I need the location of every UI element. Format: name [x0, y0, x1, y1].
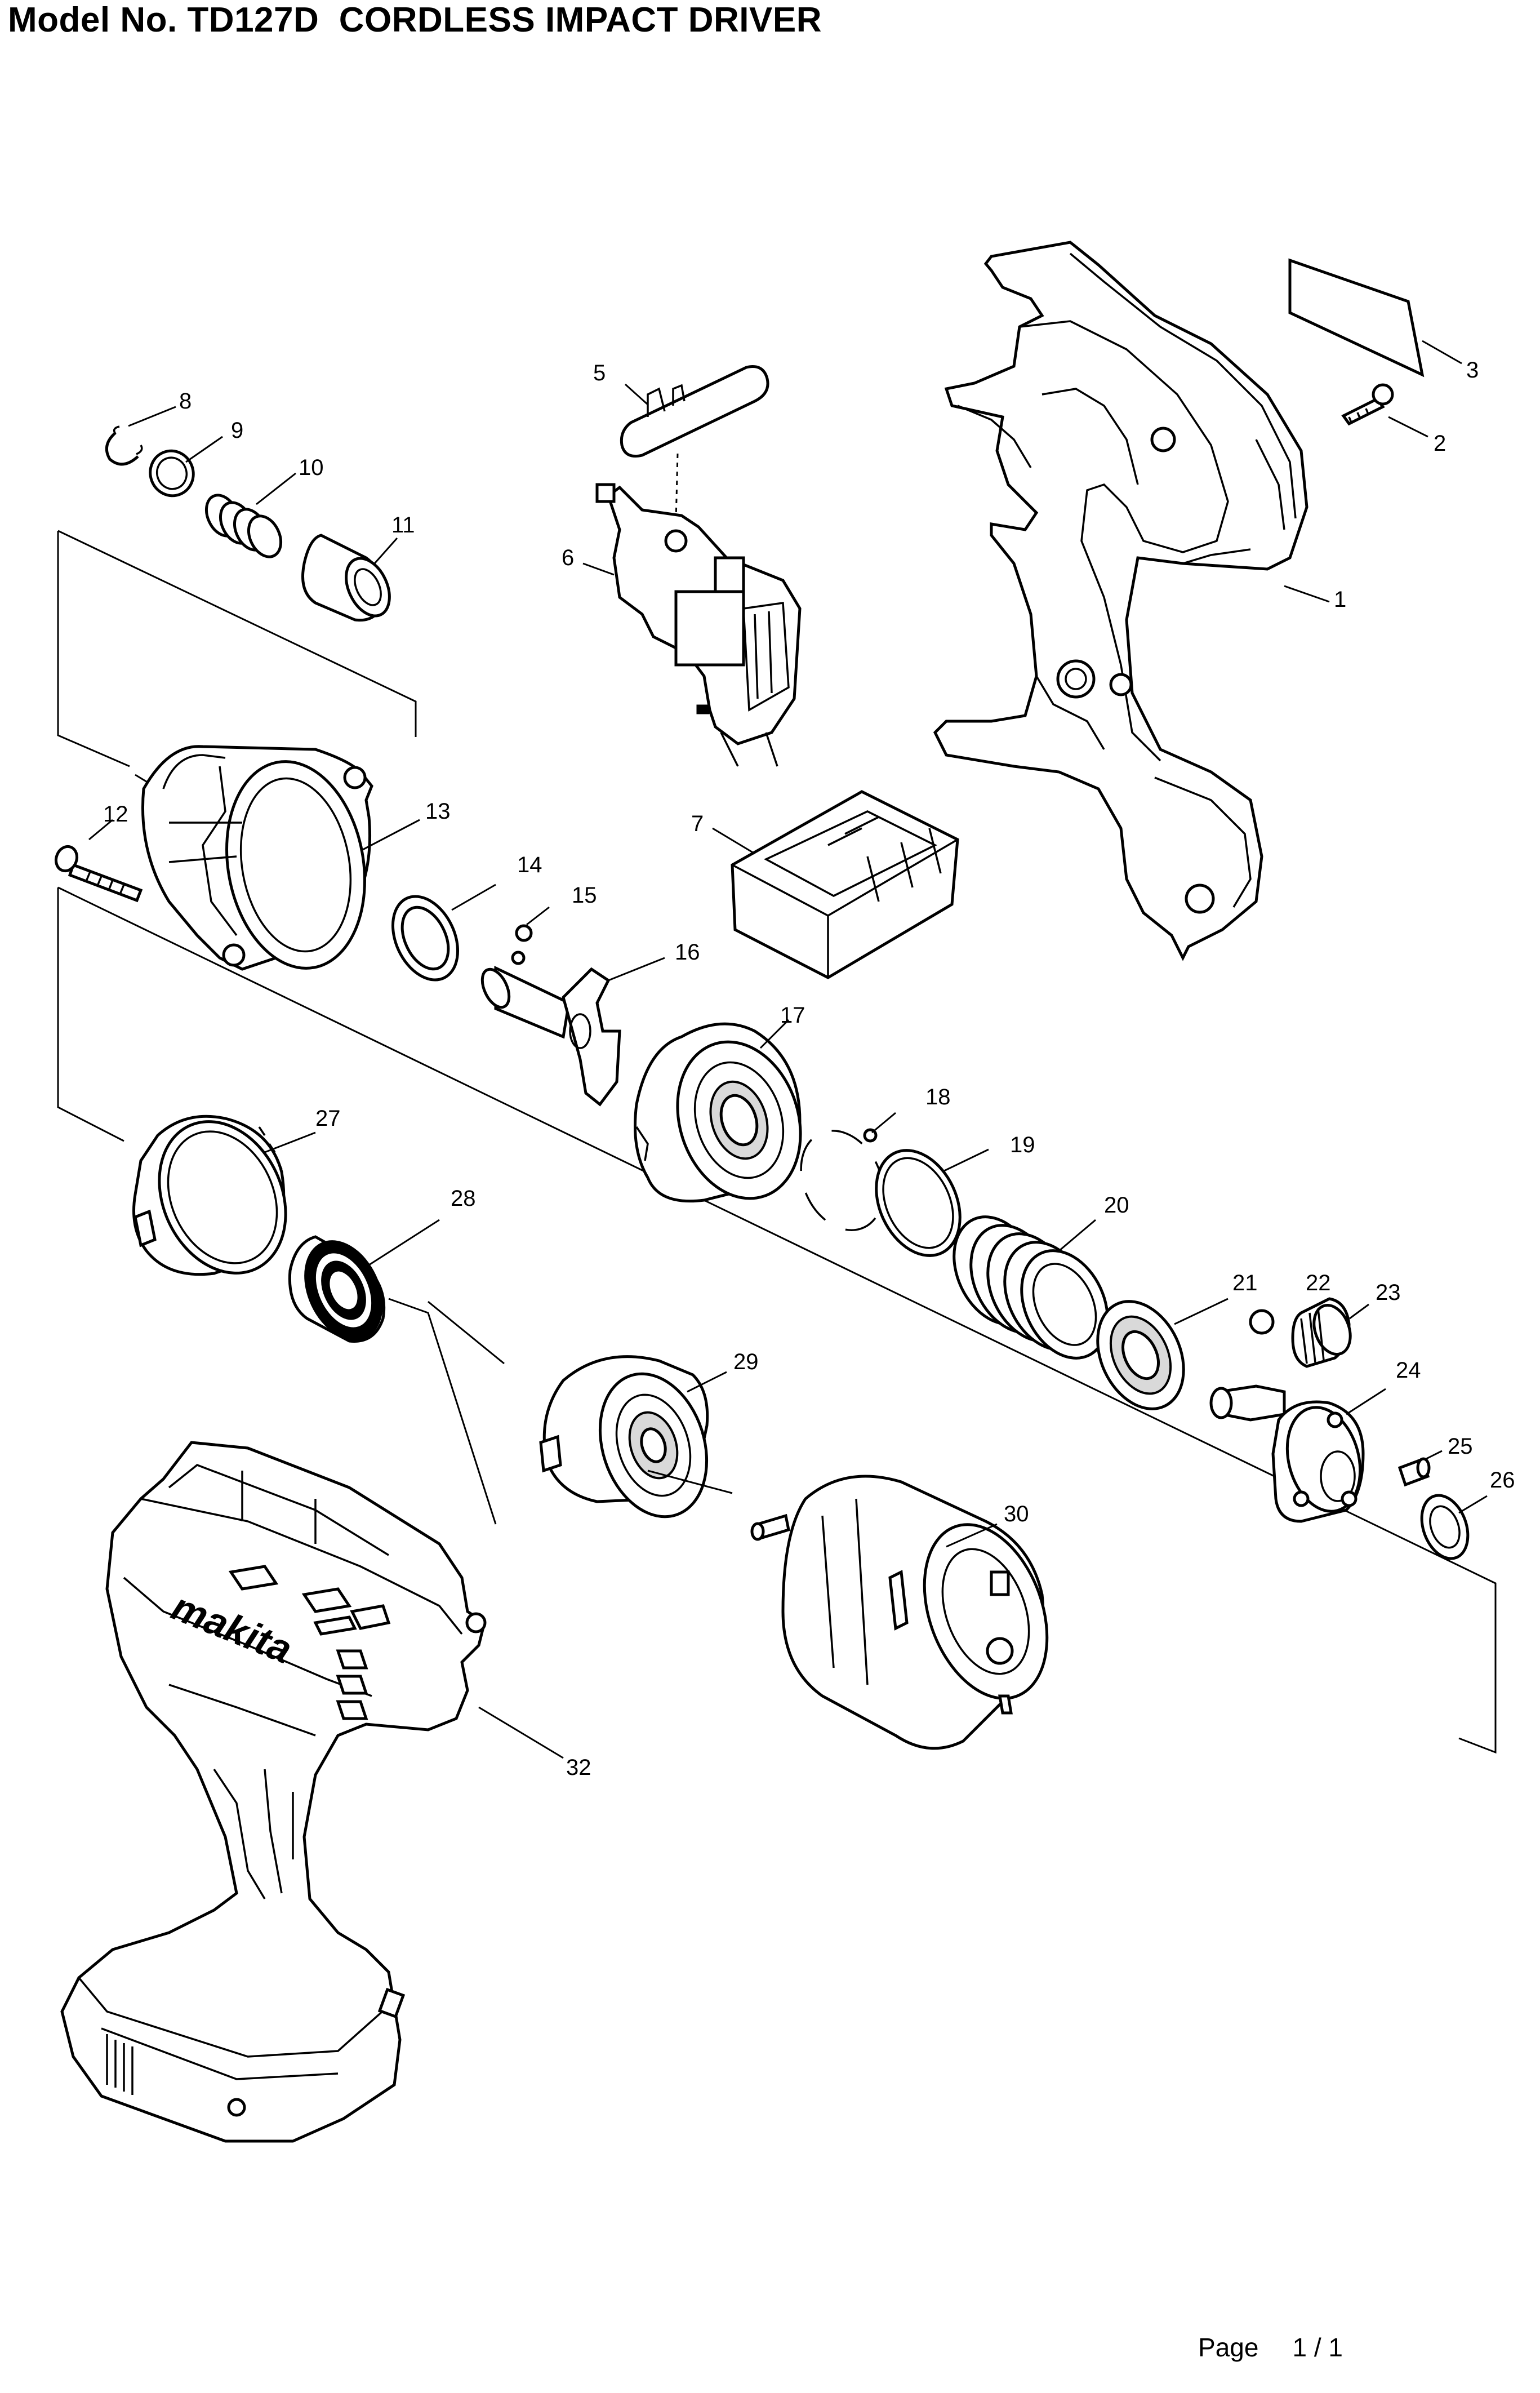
label-part-12: 12 [103, 802, 128, 827]
page-title: Model No. TD127D CORDLESS IMPACT DRIVER [8, 1, 822, 39]
part-12-screw [54, 845, 143, 903]
part-17-hammer [634, 1022, 802, 1203]
part-25-pin [1397, 1457, 1431, 1487]
part-15-ball [515, 924, 533, 942]
label-part-32: 32 [566, 1755, 591, 1780]
label-part-13: 13 [425, 799, 451, 824]
part-20-spring [953, 1215, 1109, 1360]
part-6-switch [595, 453, 802, 767]
page-number: 1 / 1 [1292, 2333, 1343, 2362]
part-22-ball [1249, 1309, 1275, 1335]
label-part-25: 25 [1448, 1434, 1473, 1459]
label-part-17: 17 [780, 1003, 805, 1028]
part-32-housing-set: makita [60, 1441, 487, 2143]
label-part-22: 22 [1306, 1271, 1331, 1295]
label-part-7: 7 [691, 811, 704, 836]
part-7-terminal [731, 790, 959, 979]
label-part-15: 15 [572, 883, 597, 908]
assembly-frame-lines [57, 530, 1497, 1754]
leader-lines [88, 340, 1488, 1759]
part-16-spindle [480, 951, 621, 1107]
part-2-screw [1341, 383, 1394, 426]
part-28-bearing [288, 1235, 386, 1343]
part-19-washer [875, 1149, 962, 1257]
label-part-27: 27 [315, 1106, 341, 1131]
label-part-9: 9 [231, 418, 243, 443]
label-part-8: 8 [179, 389, 192, 414]
label-part-26: 26 [1490, 1468, 1515, 1493]
part-8-ring [105, 425, 143, 466]
label-part-1: 1 [1334, 587, 1346, 612]
label-part-19: 19 [1010, 1133, 1035, 1157]
label-part-30: 30 [1004, 1502, 1029, 1526]
label-part-28: 28 [451, 1186, 476, 1211]
part-21-washer [1096, 1300, 1185, 1410]
label-part-29: 29 [733, 1349, 759, 1374]
label-part-18: 18 [925, 1085, 951, 1109]
part-5-switch-lever [620, 365, 769, 458]
page-label: Page [1198, 2333, 1259, 2362]
label-part-5: 5 [593, 361, 606, 385]
label-part-14: 14 [517, 853, 542, 877]
part-13-gear-housing [141, 745, 373, 971]
part-9-washer [149, 449, 195, 498]
part-27-ring-gear [132, 1115, 287, 1276]
page-footer: Page 1 / 1 [1169, 2302, 1343, 2393]
part-26-washer [1420, 1494, 1470, 1560]
part-3-nameplate [1288, 258, 1425, 378]
label-part-3: 3 [1466, 358, 1479, 383]
label-part-11: 11 [391, 513, 415, 538]
part-11-sleeve [301, 534, 391, 622]
part-14-washer [391, 895, 460, 982]
part-number-labels: 1 2 3 5 6 7 8 9 10 11 12 13 14 15 16 17 … [103, 358, 1515, 1780]
label-part-10: 10 [299, 455, 324, 480]
label-part-21: 21 [1232, 1271, 1258, 1295]
label-part-24: 24 [1396, 1358, 1421, 1383]
label-part-20: 20 [1104, 1193, 1129, 1218]
part-24-carrier [1209, 1384, 1365, 1523]
label-part-16: 16 [675, 940, 700, 965]
part-30-motor [750, 1475, 1049, 1750]
label-part-23: 23 [1376, 1280, 1401, 1305]
label-part-6: 6 [562, 545, 574, 570]
part-23-gear [1291, 1297, 1352, 1368]
part-10-spring [204, 494, 283, 558]
part-29-gear-plate [539, 1355, 709, 1519]
part-1-housing [933, 241, 1308, 961]
label-part-2: 2 [1434, 431, 1446, 456]
